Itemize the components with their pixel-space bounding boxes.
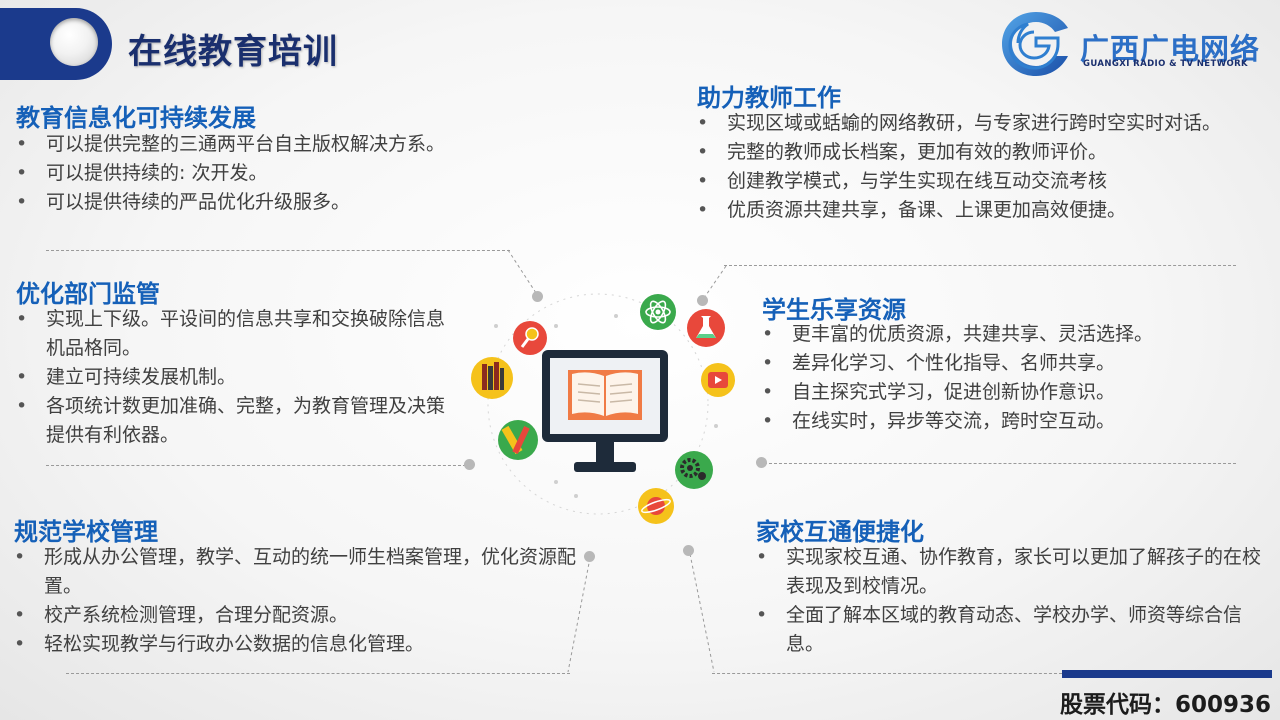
section-title-home-school: 家校互通便捷化 xyxy=(756,518,924,546)
play-icon xyxy=(701,363,735,397)
logo-swirl-icon xyxy=(1002,12,1068,76)
section-list-teacher: 实现区域或蛞蝓的网络教研，与专家进行跨时空实时对话。 完整的教师成长档案，更加有… xyxy=(697,109,1267,225)
connector-line xyxy=(689,553,715,673)
list-item: 轻松实现教学与行政办公数据的信息化管理。 xyxy=(14,630,594,659)
connector-dot xyxy=(756,457,767,468)
pencil-ruler-icon xyxy=(498,420,538,460)
list-item: 优质资源共建共享，备课、上课更加高效便捷。 xyxy=(697,196,1267,225)
title-pill-circle xyxy=(50,18,98,66)
divider-line xyxy=(46,250,510,251)
list-item: 可以提供完整的三通两平台自主版权解决方系。 xyxy=(16,130,576,159)
connector-dot xyxy=(697,295,708,306)
connector-dot xyxy=(683,545,694,556)
list-item: 实现上下级。平设间的信息共享和交换破除信息机品格同。 xyxy=(16,305,452,363)
section-title-school-management: 规范学校管理 xyxy=(14,518,158,546)
list-item: 全面了解本区域的教育动态、学校办学、师资等综合信息。 xyxy=(756,601,1268,659)
list-item: 各项统计数更加准确、完整，为教育管理及决策提供有利依器。 xyxy=(16,392,452,450)
connector-dot xyxy=(584,551,595,562)
list-item: 完整的教师成长档案，更加有效的教师评价。 xyxy=(697,138,1267,167)
atom-icon xyxy=(640,294,676,330)
stock-code: 股票代码：600936 xyxy=(1060,692,1272,718)
section-list-student: 更丰富的优质资源，共建共享、灵活选择。 差异化学习、个性化指导、名师共享。 自主… xyxy=(762,320,1272,436)
education-illustration xyxy=(471,293,735,524)
section-title-teacher: 助力教师工作 xyxy=(697,84,841,112)
planet-icon xyxy=(638,488,674,524)
page-title: 在线教育培训 xyxy=(128,32,338,72)
connector-line xyxy=(703,265,727,299)
divider-line xyxy=(712,673,1062,674)
divider-line xyxy=(764,463,1236,464)
list-item: 创建教学模式，与学生实现在线互动交流考核 xyxy=(697,167,1267,196)
list-item: 自主探究式学习，促进创新协作意识。 xyxy=(762,378,1272,407)
books-icon xyxy=(471,357,513,399)
section-list-home-school: 实现家校互通、协作教育，家长可以更加了解孩子的在校表现及到校情况。 全面了解本区… xyxy=(756,543,1268,659)
monitor-book-icon xyxy=(542,350,668,472)
list-item: 在线实时，异步等交流，跨时空互动。 xyxy=(762,407,1272,436)
section-list-supervision: 实现上下级。平设间的信息共享和交换破除信息机品格同。 建立可持续发展机制。 各项… xyxy=(16,305,452,450)
list-item: 更丰富的优质资源，共建共享、灵活选择。 xyxy=(762,320,1272,349)
divider-line xyxy=(66,673,570,674)
section-title-sustainable: 教育信息化可持续发展 xyxy=(16,104,256,132)
list-item: 可以提供持续的: 次开发。 xyxy=(16,159,576,188)
connector-dot xyxy=(532,291,543,302)
list-item: 校产系统检测管理，合理分配资源。 xyxy=(14,601,594,630)
magnifier-icon xyxy=(513,321,547,355)
list-item: 实现家校互通、协作教育，家长可以更加了解孩子的在校表现及到校情况。 xyxy=(756,543,1268,601)
connector-dot xyxy=(464,459,475,470)
list-item: 可以提供待续的严品优化升级服多。 xyxy=(16,188,576,217)
flask-icon xyxy=(687,309,725,347)
logo-subtitle: GUANGXI RADIO & TV NETWORK xyxy=(1083,59,1249,69)
gear-icon xyxy=(675,451,713,489)
connector-line xyxy=(567,557,591,673)
divider-line xyxy=(724,265,1236,266)
divider-line xyxy=(46,465,466,466)
section-list-sustainable: 可以提供完整的三通两平台自主版权解决方系。 可以提供持续的: 次开发。 可以提供… xyxy=(16,130,576,217)
list-item: 差异化学习、个性化指导、名师共享。 xyxy=(762,349,1272,378)
logo-name: 广西广电网络 xyxy=(1080,32,1261,66)
list-item: 建立可持续发展机制。 xyxy=(16,363,452,392)
list-item: 形成从办公管理，教学、互动的统一师生档案管理，优化资源配置。 xyxy=(14,543,594,601)
list-item: 实现区域或蛞蝓的网络教研，与专家进行跨时空实时对话。 xyxy=(697,109,1267,138)
section-title-supervision: 优化部门监管 xyxy=(16,280,160,308)
section-list-school-management: 形成从办公管理，教学、互动的统一师生档案管理，优化资源配置。 校产系统检测管理，… xyxy=(14,543,594,659)
footer-bar xyxy=(1062,670,1272,678)
